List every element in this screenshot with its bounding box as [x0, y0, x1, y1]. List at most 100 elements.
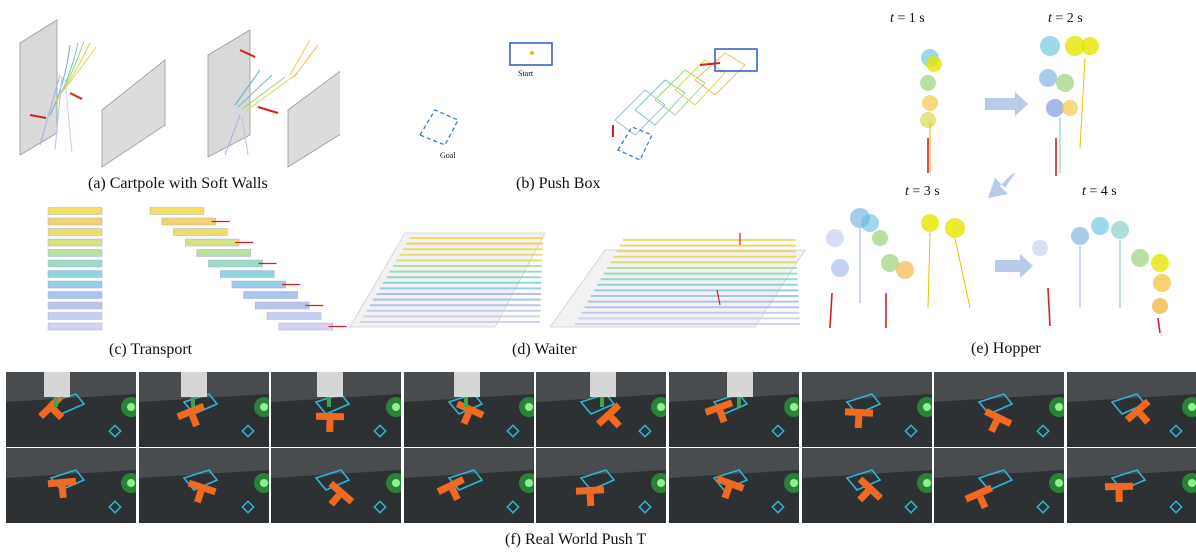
- transport-bar: [47, 259, 103, 268]
- t-block: [1104, 482, 1133, 503]
- start-marker: [530, 51, 534, 55]
- marker-outline: [240, 424, 255, 438]
- marker-outline: [638, 424, 653, 438]
- soft-wall-left-1: [19, 19, 58, 156]
- robot-photo: [403, 372, 534, 447]
- caption-real-world: (f) Real World Push T: [505, 531, 647, 548]
- waiter-figure: [349, 232, 806, 328]
- robot-photo: [271, 448, 402, 523]
- transport-bar: [47, 238, 103, 247]
- robot-photo: [536, 448, 667, 523]
- target-outline: [845, 469, 881, 491]
- goal-region: [419, 109, 459, 146]
- time-label-3: t = 3 s: [905, 184, 940, 199]
- arrow-down-left: [988, 173, 1015, 198]
- marker-outline: [1036, 500, 1050, 514]
- cartpole-trajectory-2: [224, 39, 319, 156]
- photo-scene: [669, 448, 799, 523]
- caption-push-box: (b) Push Box: [516, 175, 601, 192]
- panel-hopper: [820, 8, 1190, 338]
- caption-hopper: (e) Hopper: [971, 340, 1041, 357]
- photo-scene: [934, 448, 1065, 523]
- push-box-figure: [419, 42, 758, 161]
- photo-scene: [403, 448, 534, 523]
- hopper-frame-3: [826, 208, 971, 329]
- transport-bar-moving: [243, 291, 298, 299]
- transport-bar-moving: [161, 217, 216, 226]
- photo-scene: [1066, 448, 1196, 523]
- transport-bar-moving: [149, 207, 205, 215]
- goal-region-end: [617, 126, 653, 161]
- target-outline: [314, 469, 351, 491]
- robot-photo: [1066, 448, 1196, 523]
- marker-outline: [903, 424, 918, 438]
- marker-outline: [108, 424, 122, 438]
- arrow-right-2: [995, 254, 1033, 278]
- caption-transport: (c) Transport: [109, 341, 193, 358]
- robot-arm: [44, 372, 70, 397]
- t-block: [984, 408, 1013, 434]
- robot-photo: [138, 448, 269, 523]
- transport-bar-moving: [208, 259, 263, 268]
- marker-outline: [903, 500, 918, 514]
- hopper-figure: [826, 36, 1171, 334]
- t-block: [856, 476, 883, 503]
- transport-bar: [47, 270, 103, 278]
- force-arrow: [699, 62, 721, 66]
- force-arrow: [239, 49, 256, 58]
- marker-outline: [373, 424, 387, 438]
- marker-outline: [1036, 424, 1050, 438]
- hopper-frame-1: [920, 49, 942, 173]
- panel-cartpole: [10, 15, 340, 175]
- robot-photo: [403, 448, 534, 523]
- target-outline: [580, 469, 616, 491]
- transport-bar-moving: [231, 280, 287, 289]
- t-block: [964, 484, 994, 510]
- photo-scene: [934, 372, 1065, 447]
- transport-bar: [47, 312, 103, 320]
- photo-scene: [536, 372, 667, 447]
- transport-bar: [47, 280, 103, 289]
- t-block: [176, 403, 205, 428]
- marker-outline: [240, 500, 255, 514]
- transport-figure: [47, 207, 347, 331]
- robot-photo: [271, 372, 402, 447]
- marker-outline: [108, 500, 122, 514]
- photo-scene: [536, 448, 667, 523]
- photo-scene: [138, 448, 269, 523]
- push-box-trajectory: [614, 52, 746, 136]
- waiter-table-left: [349, 232, 546, 328]
- final-box: [714, 48, 758, 72]
- photo-scene: [669, 372, 799, 447]
- t-block: [47, 477, 77, 499]
- robot-photo: [669, 372, 799, 447]
- robot-photo: [801, 372, 932, 447]
- photo-scene: [138, 372, 269, 447]
- robot-photo: [6, 448, 136, 523]
- cartpole-trajectory-1: [39, 40, 97, 154]
- t-block: [715, 475, 745, 500]
- hopper-frame-2: [1039, 36, 1099, 176]
- photo-scene: [801, 372, 932, 447]
- transport-bar-moving: [278, 322, 333, 331]
- robot-arm: [317, 372, 344, 397]
- photo-scene: [801, 448, 932, 523]
- caption-cartpole: (a) Cartpole with Soft Walls: [88, 175, 268, 192]
- robot-photo: [801, 448, 932, 523]
- t-block: [328, 480, 355, 507]
- t-block: [844, 408, 873, 429]
- robot-arm: [453, 372, 480, 397]
- start-label: Start: [518, 69, 534, 78]
- robot-arm: [590, 372, 617, 397]
- force-arrow: [29, 114, 47, 119]
- transport-bar: [47, 322, 103, 331]
- t-block: [596, 402, 623, 429]
- soft-wall-left-2: [207, 29, 251, 158]
- t-block: [1124, 398, 1151, 425]
- transport-bar: [47, 207, 103, 215]
- transport-bar-moving: [219, 270, 275, 278]
- force-arrow: [257, 106, 279, 114]
- robot-photo: [934, 448, 1065, 523]
- panel-waiter: [345, 225, 815, 335]
- t-block: [187, 479, 217, 504]
